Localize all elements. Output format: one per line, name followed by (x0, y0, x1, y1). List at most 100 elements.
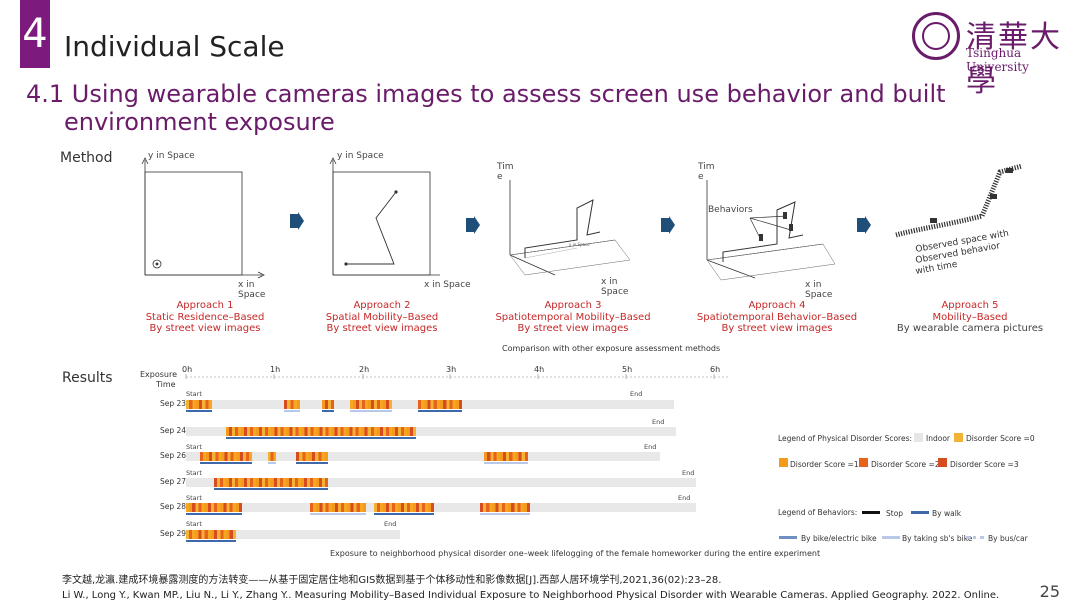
timeline-row (186, 530, 400, 542)
method-label: Method (60, 150, 113, 166)
timeline-row (186, 400, 674, 412)
hour-tick-2: 2h (359, 365, 370, 374)
legend-score1: Disorder Score =1 (790, 460, 859, 469)
approach-2-diagram (329, 157, 440, 276)
section-title: Individual Scale (64, 30, 285, 63)
university-name-en: Tsinghua University (966, 46, 1029, 74)
page-number: 25 (1039, 582, 1060, 601)
timeline-end-label: End (682, 469, 695, 477)
legend-bike: By bike/electric bike (801, 534, 877, 543)
timeline-end-label: End (644, 443, 657, 451)
timeline-day-label: Sep 23 (160, 399, 187, 408)
arrow-right-icon (466, 216, 480, 234)
slide-heading: 4.1 Using wearable cameras images to ass… (26, 80, 1026, 136)
hour-tick-6: 6h (710, 365, 721, 374)
timeline-day-label: Sep 24 (160, 426, 187, 435)
timeline-exposure-segment (418, 400, 462, 409)
legend-taking-bike: By taking sb's bike (902, 534, 973, 543)
timeline-behavior-line (350, 410, 392, 412)
approach-4-diagram (706, 180, 836, 281)
legend-score0-swatch (954, 433, 963, 442)
timeline-exposure-segment (268, 452, 276, 461)
timeline-exposure-segment (484, 452, 528, 461)
legend-indoor: Indoor (926, 434, 950, 443)
legend-score1-swatch (779, 458, 788, 467)
timeline-exposure-segment (296, 452, 328, 461)
university-seal-icon (912, 12, 960, 60)
legend-stop-line (862, 511, 880, 514)
approach-4-behaviors-label: Behaviors (708, 205, 753, 215)
timeline-start-label: Start (186, 390, 202, 398)
timeline-behavior-line (322, 410, 334, 412)
legend-bike-line (779, 536, 797, 539)
timeline-exposure-segment (186, 400, 212, 409)
timeline-row (186, 452, 660, 464)
university-name-cn: 清華大學 (966, 20, 1062, 99)
timeline-row (186, 478, 696, 490)
timeline-end-label: End (678, 494, 691, 502)
timeline-day-label: Sep 27 (160, 477, 187, 486)
timeline-row (186, 503, 696, 515)
hour-axis (185, 374, 728, 379)
legend-bus: By bus/car (988, 534, 1028, 543)
arrow-right-icon (857, 216, 871, 234)
hour-tick-4: 4h (534, 365, 545, 374)
legend-score2-swatch (859, 458, 868, 467)
timeline-end-label: End (630, 390, 643, 398)
approach-5-diagram: Observed space with Observed behavior wi… (895, 163, 1023, 277)
legend-stop: Stop (886, 509, 904, 518)
timeline-exposure-segment (350, 400, 392, 409)
heading-line-1: 4.1 Using wearable cameras images to ass… (26, 80, 946, 108)
timeline-behavior-line (186, 540, 236, 542)
legend-walk: By walk (932, 509, 962, 518)
timeline-behavior-line (186, 513, 242, 515)
timeline-start-label: Start (186, 520, 202, 528)
timeline-exposure-segment (186, 503, 242, 512)
approach-1-diagram (141, 157, 265, 279)
timeline-exposure-segment (226, 427, 416, 436)
timeline-exposure-segment (284, 400, 300, 409)
legend-score3: Disorder Score =3 (950, 460, 1019, 469)
timeline-behavior-line (284, 410, 300, 412)
timeline-exposure-segment (322, 400, 334, 409)
timeline-behavior-line (310, 513, 366, 515)
timeline-day-label: Sep 28 (160, 502, 187, 511)
approach-3-diagram: y in Space (509, 180, 631, 276)
timeline-behavior-line (186, 410, 212, 412)
section-number: 4 (20, 0, 50, 68)
legend-taking-bike-line (882, 536, 900, 539)
timeline-exposure-segment (186, 530, 236, 539)
legend-indoor-swatch (914, 433, 923, 442)
heading-line-2: environment exposure (64, 108, 335, 136)
arrow-right-icon (661, 216, 675, 234)
timeline-behavior-line (480, 513, 530, 515)
timeline-behavior-line (268, 462, 276, 464)
results-label: Results (62, 370, 113, 386)
timeline-end-label: End (384, 520, 397, 528)
legend-disorder-title: Legend of Physical Disorder Scores: (778, 434, 913, 443)
hour-tick-3: 3h (446, 365, 457, 374)
method-caption: Comparison with other exposure assessmen… (502, 344, 721, 353)
timeline-behavior-line (296, 462, 328, 464)
timeline-behavior-line (418, 410, 462, 412)
legend-score2: Disorder Score =2 (871, 460, 940, 469)
approach-2-y-label: y in Space (337, 151, 384, 161)
reference-en: Li W., Long Y., Kwan MP., Liu N., Li Y.,… (62, 590, 1000, 601)
svg-text:y in Space: y in Space (569, 242, 590, 247)
timeline-exposure-segment (310, 503, 366, 512)
hour-tick-1: 1h (270, 365, 281, 374)
legend-behaviors-title: Legend of Behaviors: (778, 508, 858, 517)
approach-2-x-label: x in Space (424, 280, 471, 290)
legend-score3-swatch (938, 458, 947, 467)
timeline-behavior-line (200, 462, 252, 464)
